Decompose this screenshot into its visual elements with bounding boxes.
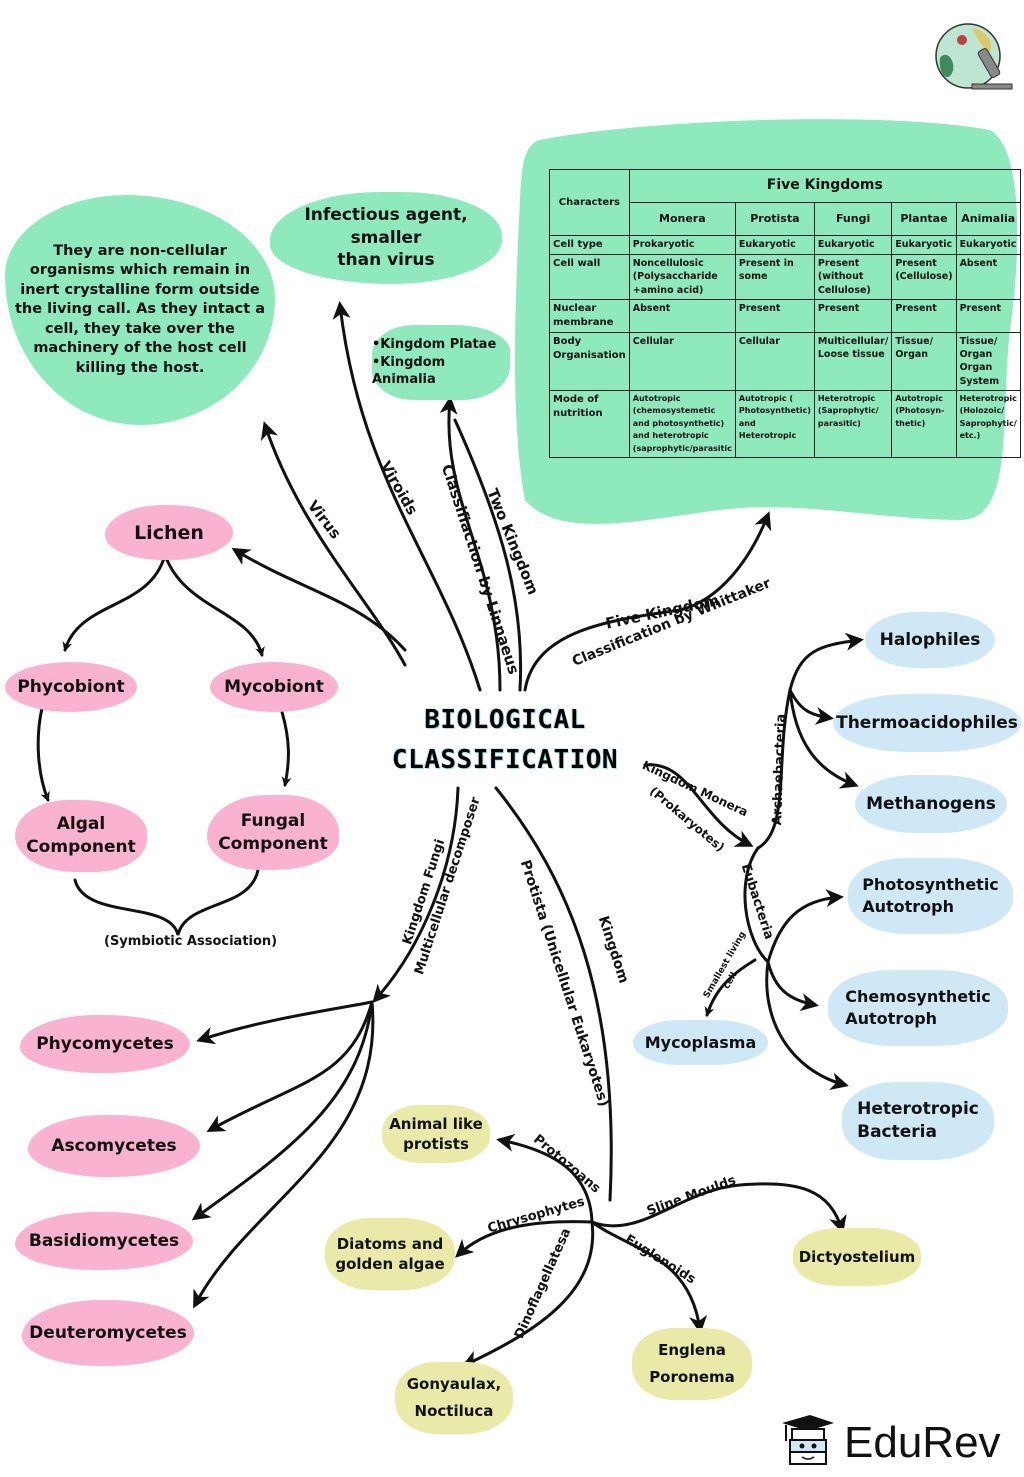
microscope-globe-icon	[932, 18, 1018, 100]
cell: Present	[955, 298, 1021, 333]
lichen-node: Lichen	[105, 505, 233, 560]
cell: Eukaryotic	[734, 235, 815, 255]
gonyaulax-noctiluca-node: Gonyaulax, Noctiluca	[395, 1362, 513, 1434]
col-plantae: Plantae	[891, 202, 957, 236]
table-row: Mode of nutrition Autotropic (chemosyste…	[549, 390, 1021, 459]
five-kingdoms-header: Five Kingdoms	[628, 169, 1021, 203]
heterotropic-bacteria-node: Heterotropic Bacteria	[842, 1082, 994, 1160]
cell: Present	[813, 298, 893, 333]
cell: Autotropic (chemosystemetic and photosyn…	[628, 390, 736, 459]
cell: Present in some	[734, 254, 815, 300]
monera-branch	[643, 763, 754, 847]
ascomycetes-node: Ascomycetes	[28, 1115, 200, 1177]
cell: Eukaryotic	[955, 235, 1021, 255]
photosynthetic-autotroph-node: Photosynthetic Autotroph	[848, 858, 1013, 934]
virus-branch	[260, 421, 407, 667]
cell: Present (without Cellulose)	[813, 254, 893, 300]
row-label: Body Organisation	[549, 331, 630, 392]
cell: Present (Cellulose)	[891, 254, 957, 300]
cell: Tissue/ Organ	[891, 331, 957, 392]
table-row: Cell type Prokaryotic Eukaryotic Eukaryo…	[549, 235, 1021, 255]
mycobiont-node: Mycobiont	[210, 662, 338, 712]
cell: Absent	[628, 298, 736, 333]
viroids-description: Infectious agent, smaller than virus	[270, 192, 502, 284]
symbiotic-association-label: (Symbiotic Association)	[104, 934, 278, 949]
cell: Prokaryotic	[628, 235, 736, 255]
cell: Cellular	[734, 331, 815, 392]
title-line-1: BIOLOGICAL	[424, 705, 586, 735]
chemosynthetic-autotroph-node: Chemosynthetic Autotroph	[828, 970, 1008, 1046]
five-kingdom-branch	[523, 511, 772, 692]
col-animalia: Animalia	[955, 202, 1021, 236]
cell: Present	[891, 298, 957, 333]
virus-description: They are non-cellular organisms which re…	[5, 195, 275, 425]
row-label: Cell type	[549, 235, 630, 255]
five-kingdom-table: Characters Five Kingdoms Monera Protista…	[549, 169, 1021, 459]
cell: Heterotropic (Holozoic/ Saprophytic/ etc…	[955, 390, 1021, 459]
edurev-logo: EduRev	[778, 1413, 1001, 1473]
cell: Eukaryotic	[891, 235, 957, 255]
viroids-branch	[332, 301, 482, 692]
title-line-2: CLASSIFICATION	[391, 745, 619, 775]
diatoms-golden-algae-node: Diatoms and golden algae	[325, 1218, 455, 1290]
mycoplasma-node: Mycoplasma	[633, 1020, 768, 1065]
col-protista: Protista	[734, 202, 815, 236]
cell: Cellular	[628, 331, 736, 392]
fungal-component-node: Fungal Component	[207, 795, 339, 870]
two-kingdom-branch	[439, 396, 502, 692]
cell: Present	[734, 298, 815, 333]
lichen-branch	[231, 547, 407, 652]
cell: Tissue/ Organ Organ System	[955, 331, 1021, 392]
col-fungi: Fungi	[813, 202, 893, 236]
table-row: Nuclear membrane Absent Present Present …	[549, 298, 1021, 333]
dictyostelium-node: Dictyostelium	[793, 1228, 921, 1286]
algal-component-node: Algal Component	[15, 800, 147, 872]
basidiomycetes-node: Basidiomycetes	[15, 1212, 193, 1270]
halophiles-node: Halophiles	[865, 612, 995, 668]
cell: Multicellular/ Loose tissue	[813, 331, 893, 392]
row-label: Mode of nutrition	[549, 390, 630, 459]
col-monera: Monera	[628, 202, 736, 236]
cell: Heterotropic (Saprophytic/ parasitic)	[813, 390, 893, 459]
phycomycetes-node: Phycomycetes	[20, 1015, 190, 1073]
row-label: Cell wall	[549, 254, 630, 300]
edurev-wordmark: EduRev	[844, 1418, 1001, 1467]
cell: Autotropic ( Photosynthetic) and Heterot…	[734, 390, 815, 459]
protista-branch	[494, 786, 613, 1202]
methanogens-node: Methanogens	[855, 775, 1007, 833]
thermoacidophiles-node: Thermoacidophiles	[833, 694, 1021, 752]
two-kingdom-items: •Kingdom Platae •Kingdom Animalia	[372, 325, 510, 400]
cell: Eukaryotic	[813, 235, 893, 255]
cell: Absent	[955, 254, 1021, 300]
phycobiont-node: Phycobiont	[5, 662, 137, 712]
table-row: Cell wall Noncellulosic (Polysaccharide …	[549, 254, 1021, 300]
cell: Autotropic (Photosyn-thetic)	[891, 390, 957, 459]
englena-poronema-node: Englena Poronema	[632, 1328, 752, 1400]
graduation-cap-book-icon	[778, 1413, 836, 1473]
animal-like-protists-node: Animal like protists	[382, 1105, 490, 1163]
deuteromycetes-node: Deuteromycetes	[22, 1300, 194, 1366]
characters-header: Characters	[549, 169, 630, 236]
cell: Noncellulosic (Polysaccharide +amino aci…	[628, 254, 736, 300]
two-kingdom-branch-2	[453, 418, 523, 692]
row-label: Nuclear membrane	[549, 298, 630, 333]
fungi-branch	[372, 786, 460, 1003]
table-row: Body Organisation Cellular Cellular Mult…	[549, 331, 1021, 392]
page-title: BIOLOGICAL CLASSIFICATION	[380, 700, 630, 780]
